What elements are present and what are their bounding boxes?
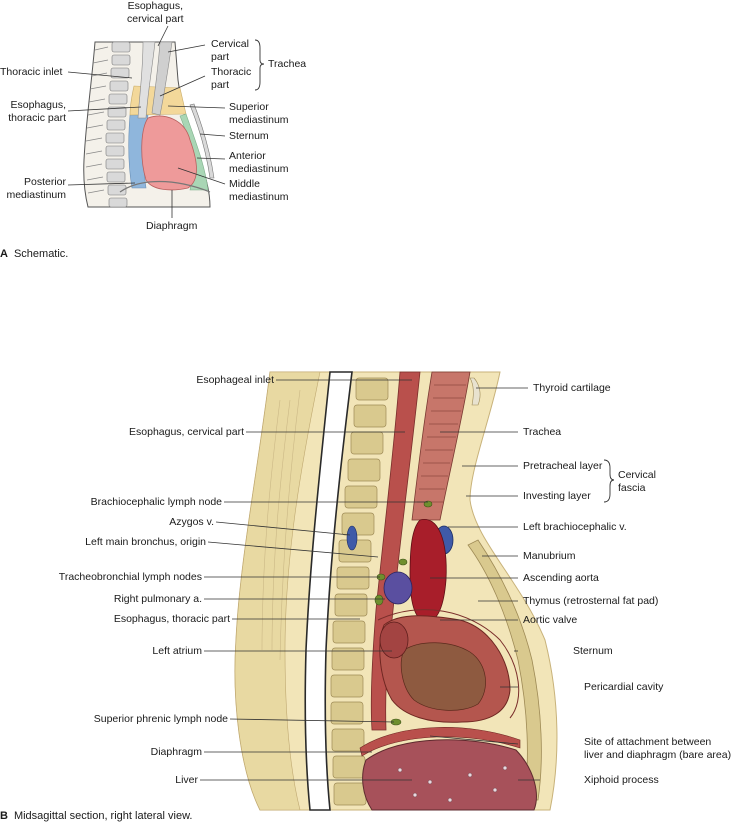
- section-trachea: [411, 371, 471, 521]
- caption-a-letter: A: [0, 248, 8, 260]
- section-vertebral-bodies: [330, 377, 389, 806]
- section-diaphragm: [359, 727, 521, 757]
- leader-line: [67, 182, 136, 186]
- label-investing-layer: Investing layer: [523, 490, 591, 502]
- label-superior-mediastinum: Superior mediastinum: [229, 101, 289, 126]
- label-thymus: Thymus (retrosternal fat pad): [523, 595, 659, 607]
- section-azygos-vein: [346, 525, 358, 551]
- section-liver-vessels: [397, 765, 508, 803]
- section-heart-chamber: [400, 642, 486, 711]
- label-posterior-mediastinum: Posterior mediastinum: [6, 176, 66, 201]
- leader-line: [429, 735, 519, 745]
- leader-line: [67, 71, 133, 79]
- label-tracheobronchial-lymph-nodes: Tracheobronchial lymph nodes: [58, 571, 202, 583]
- label-sternum-a: Sternum: [229, 130, 269, 142]
- section-back-tissue: [234, 371, 321, 811]
- section-left-atrium: [379, 621, 409, 659]
- label-anterior-mediastinum: Anterior mediastinum: [229, 150, 289, 175]
- section-thyroid-cartilage: [469, 377, 481, 406]
- leader-line: [199, 133, 226, 137]
- trachea-bracket: [254, 39, 265, 91]
- caption-a: A Schematic.: [0, 248, 68, 261]
- schematic-vertebrae: [105, 41, 131, 208]
- label-cervical-fascia: Cervical fascia: [618, 469, 656, 494]
- label-esophageal-inlet: Esophageal inlet: [196, 374, 274, 386]
- label-brachiocephalic-lymph-node: Brachiocephalic lymph node: [90, 496, 222, 508]
- label-pretracheal-layer: Pretracheal layer: [523, 460, 603, 472]
- section-liver: [362, 739, 537, 811]
- label-thoracic-inlet: Thoracic inlet: [0, 66, 63, 78]
- leader-line: [196, 157, 226, 160]
- section-ascending-aorta: [409, 518, 447, 623]
- label-diaphragm-a: Diaphragm: [146, 220, 198, 232]
- label-trachea-a: Trachea: [268, 58, 307, 70]
- schematic-sternum: [189, 103, 215, 179]
- leader-line: [67, 106, 142, 112]
- label-left-atrium: Left atrium: [152, 645, 202, 657]
- label-esophagus-thoracic-part-b: Esophagus, thoracic part: [113, 613, 230, 625]
- label-esophagus-thoracic-part-a: Esophagus, thoracic part: [8, 99, 66, 124]
- section-spinal-cord: [304, 371, 353, 811]
- schematic-diaphragm: [119, 180, 211, 193]
- label-left-main-bronchus: Left main bronchus, origin: [85, 536, 206, 548]
- label-sternum-b: Sternum: [573, 645, 613, 657]
- caption-a-text: Schematic.: [13, 248, 69, 260]
- label-diaphragm-b: Diaphragm: [150, 746, 202, 758]
- caption-b: B Midsagittal section, right lateral view…: [0, 810, 192, 823]
- section-pulmonary-artery: [383, 571, 413, 605]
- label-xiphoid-process: Xiphoid process: [584, 774, 659, 786]
- leader-line: [167, 105, 226, 109]
- label-ascending-aorta: Ascending aorta: [523, 572, 599, 584]
- schematic-esophagus: [137, 41, 156, 119]
- section-back-fibers: [261, 389, 301, 661]
- label-manubrium: Manubrium: [523, 550, 576, 562]
- leader-line: [177, 167, 226, 185]
- label-liver: Liver: [175, 774, 198, 786]
- label-pericardial-cavity: Pericardial cavity: [584, 681, 664, 693]
- caption-b-text: Midsagittal section, right lateral view.: [13, 810, 193, 822]
- leader-line: [157, 25, 169, 47]
- leader-line: [229, 718, 395, 723]
- leader-line: [215, 521, 351, 536]
- label-superior-phrenic-lymph-node: Superior phrenic lymph node: [93, 713, 228, 725]
- cervical-fascia-bracket: [603, 459, 615, 503]
- label-esophagus-cervical-part-b: Esophagus, cervical part: [129, 426, 244, 438]
- leader-line: [159, 75, 206, 97]
- label-cervical-part: Cervical part: [211, 38, 249, 63]
- section-pericardium: [377, 609, 520, 719]
- label-aortic-valve: Aortic valve: [523, 614, 578, 626]
- leader-line: [167, 44, 206, 53]
- label-site-of-attachment: Site of attachment between liver and dia…: [584, 736, 732, 761]
- label-trachea-b: Trachea: [523, 426, 562, 438]
- schematic-middle-mediastinum: [141, 115, 197, 191]
- label-right-pulmonary-a: Right pulmonary a.: [113, 593, 202, 605]
- label-azygos-v: Azygos v.: [169, 516, 214, 528]
- label-left-brachiocephalic-v: Left brachiocephalic v.: [523, 521, 627, 533]
- label-thoracic-part: Thoracic part: [211, 66, 252, 91]
- schematic-spinous-processes: [85, 46, 109, 194]
- caption-b-letter: B: [0, 810, 8, 822]
- leader-line: [207, 541, 379, 558]
- label-thyroid-cartilage: Thyroid cartilage: [533, 382, 611, 394]
- schematic-trachea: [151, 41, 173, 116]
- label-middle-mediastinum: Middle mediastinum: [229, 178, 289, 203]
- section-trachea-rings: [417, 384, 466, 503]
- label-esophagus-cervical-part: Esophagus, cervical part: [127, 0, 184, 25]
